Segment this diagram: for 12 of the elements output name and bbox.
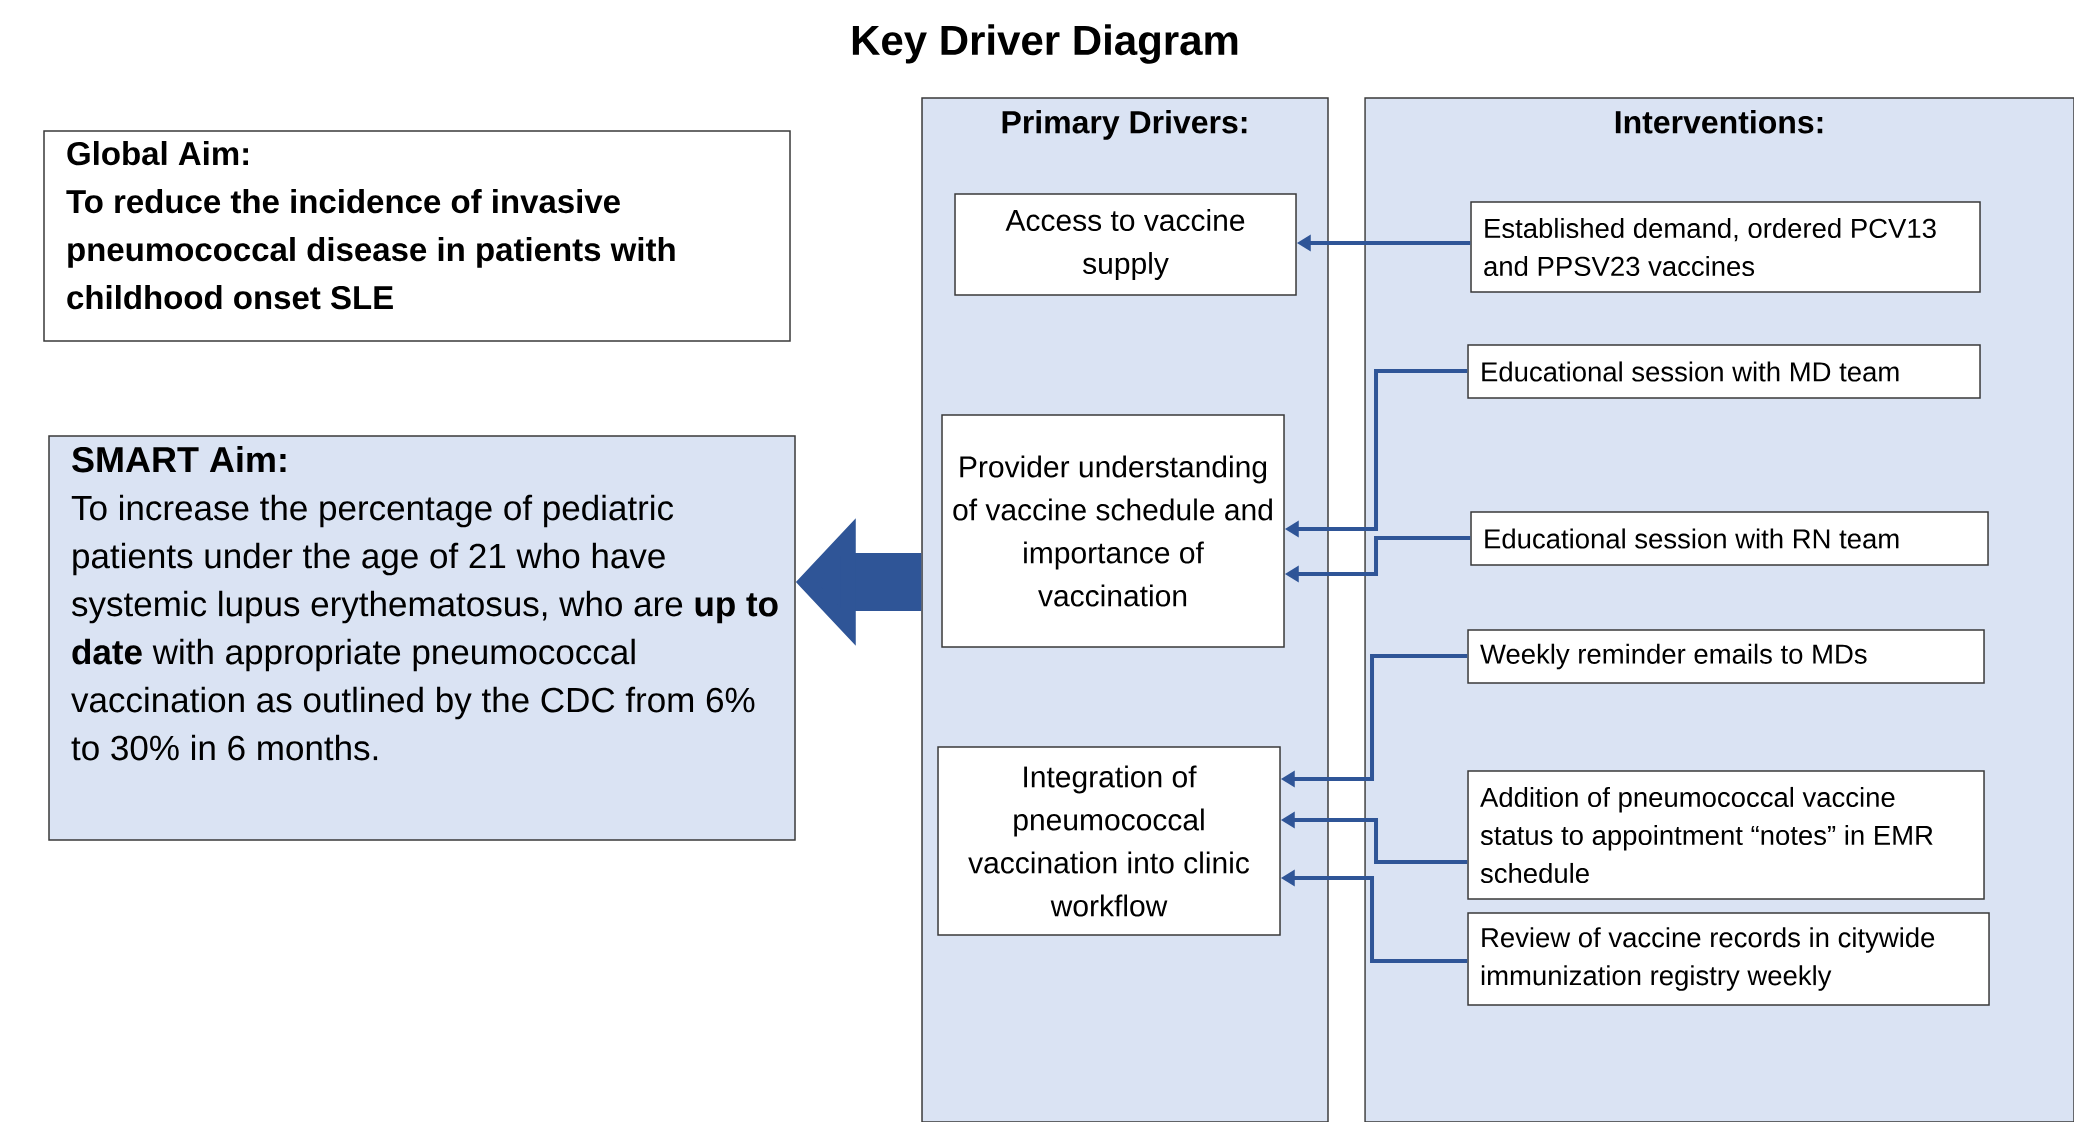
intervention-box: Addition of pneumococcal vaccine status to appointment “notes” in EMR schedule: [1467, 770, 1985, 900]
title: Key Driver Diagram: [852, 24, 1238, 64]
intervention-box: Review of vaccine records in citywide immunization registry weekly: [1467, 912, 1990, 1006]
intervention-box: Established demand, ordered PCV13 and PPSV23 vaccines: [1470, 201, 1981, 293]
intervention-box: Educational session with RN team: [1470, 511, 1989, 566]
driver-box: Provider understanding of vaccine schedule and importance of vaccination: [941, 414, 1285, 648]
aim-box: Global Aim: To reduce the incidence of invasive pneumococcal disease in patients with childhood onset SLE: [43, 130, 791, 342]
driver-box: Integration of pneumococcal vaccination into clinic workflow: [937, 746, 1281, 936]
aim-box: SMART Aim: To increase the percentage of pediatric patients under the age of 21 who have systemic lupus erythematosus, who are up to date with appropriate pneumococcal vaccination as outlined by the CDC from 6% to 30% in 6 months.: [48, 435, 796, 841]
intervention-box: Educational session with MD team: [1467, 344, 1981, 399]
intervention-box: Weekly reminder emails to MDs: [1467, 629, 1985, 684]
driver-box: Access to vaccine supply: [954, 193, 1297, 296]
